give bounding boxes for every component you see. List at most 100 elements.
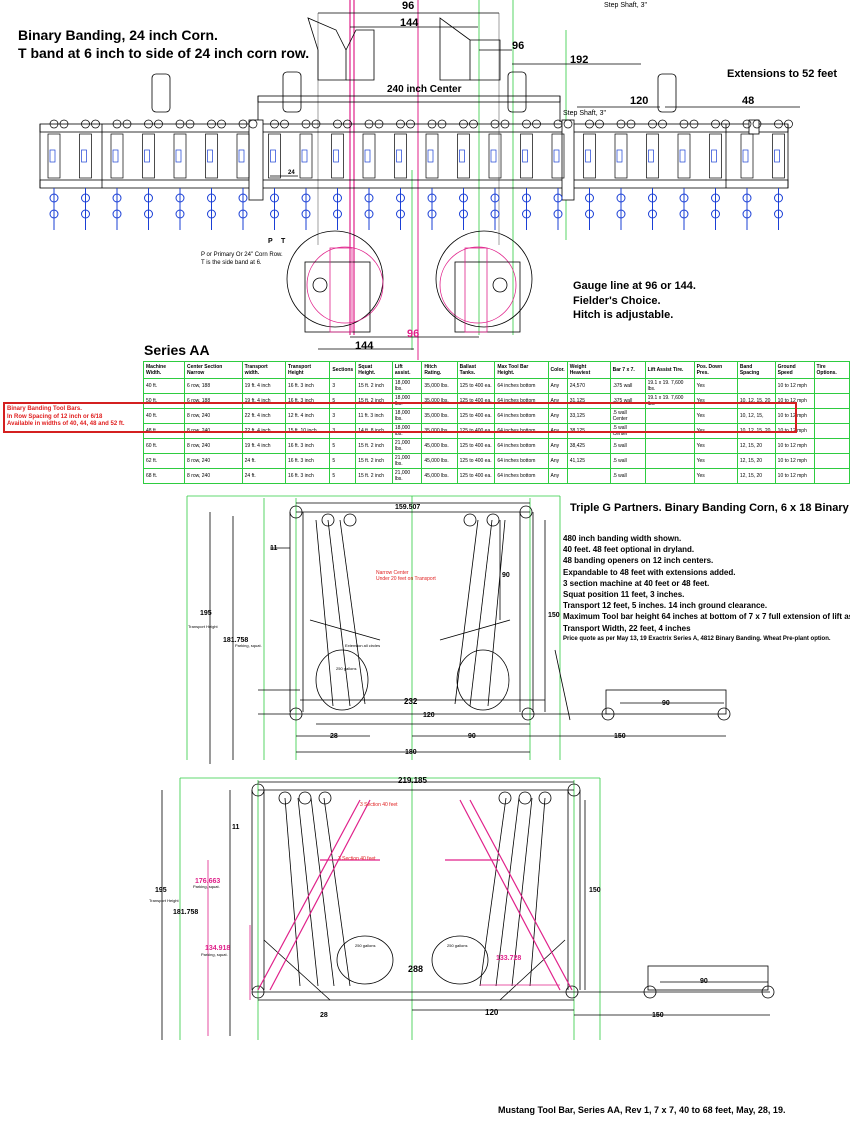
table-cell: 24 ft. — [241, 453, 286, 469]
top-plan-view — [39, 0, 800, 360]
label-p: P — [268, 238, 273, 245]
table-cell: 64 inches bottom — [494, 378, 549, 394]
center-label: 240 inch Center — [387, 84, 462, 95]
gauge-note-line-2: Fielder's Choice. — [573, 294, 661, 307]
table-header-cell: Max Tool Bar Height. — [494, 361, 549, 379]
mid-dim-90b: 90 — [468, 733, 476, 740]
table-cell: .5 wall — [609, 453, 646, 469]
red-note-line-3: Available in widths of 40, 44, 48 and 52… — [7, 421, 125, 427]
table-cell: 62 ft. — [142, 453, 186, 469]
table-cell: .5 wall — [609, 438, 646, 454]
dim-24: 24 — [288, 170, 295, 176]
note-line: Transport 12 feet, 5 inches. 14 inch gro… — [563, 601, 768, 611]
dim-144-top: 144 — [400, 17, 419, 29]
opener-unit — [740, 119, 762, 230]
gauge-note-line-1: Gauge line at 96 or 144. — [573, 280, 696, 292]
opener-unit — [551, 119, 573, 230]
low-dim-90: 90 — [700, 978, 708, 985]
opener-unit — [331, 119, 352, 230]
table-cell — [644, 468, 695, 484]
table-cell: .5 wall Center — [609, 408, 646, 424]
table-cell: 38,425 — [566, 438, 611, 454]
table-cell — [566, 468, 611, 484]
table-cell: 10 to 12 mph — [774, 438, 815, 454]
middle-elevation-view — [186, 495, 731, 764]
extension-label: Extension all circles — [345, 643, 381, 648]
table-cell: 8 row, 240 — [184, 468, 243, 484]
opener-unit — [79, 119, 100, 230]
p-note-line-1: P or Primary Or 24" Corn Row. — [201, 252, 283, 258]
low-dim-133: 133.728 — [496, 955, 522, 962]
table-cell: Yes — [693, 378, 738, 394]
table-cell: 15 ft. 2 inch — [355, 453, 393, 469]
note-line: Transport Width, 22 feet, 4 inches — [563, 623, 691, 633]
table-cell: Yes — [693, 438, 738, 454]
extensions-label: Extensions to 52 feet — [727, 68, 838, 80]
table-header-cell: Lift Assist Tire. — [644, 361, 695, 379]
mid-dim-181: 181.758 — [223, 637, 249, 644]
low-dim-181: 181.758 — [173, 909, 199, 916]
table-cell — [813, 468, 850, 484]
table-cell: 21,000 lbs. — [391, 468, 423, 484]
table-cell: 16 ft. 3 inch — [284, 453, 331, 469]
dim-96-right: 96 — [512, 40, 525, 52]
p-note-line-2: T is the side band at 6. — [201, 260, 262, 266]
table-cell: 18,000 lbs. — [391, 378, 423, 394]
table-cell: 45,000 lbs. — [421, 453, 458, 469]
note-line: 48 banding openers on 12 inch centers. — [563, 556, 714, 566]
gauge-dim-144: 144 — [355, 340, 374, 352]
opener-unit — [425, 119, 447, 230]
table-cell: 19 ft. 4 inch — [241, 438, 286, 454]
opener-unit — [709, 119, 730, 230]
low-dim-134: 134.918 — [205, 945, 231, 952]
table-header-cell: Color. — [547, 361, 568, 379]
red-note-line-2: In Row Spacing of 12 inch or 6/18 — [7, 413, 103, 420]
table-header-cell: Transport width. — [241, 361, 286, 379]
low-parking-label-1: Parking, squat. — [193, 884, 220, 889]
table-cell: 10 to 12 mph — [774, 453, 815, 469]
table-cell: 64 inches bottom — [494, 438, 549, 454]
table-cell: 21,000 lbs. — [391, 453, 423, 469]
table-cell: 3 — [329, 378, 357, 394]
table-cell: 19 ft. 4 inch — [241, 378, 286, 394]
table-cell: 15 ft. 2 inch — [355, 438, 393, 454]
mid-transport-height-label: Transport Height — [188, 624, 218, 629]
low-dim-11: 11 — [232, 824, 240, 831]
table-cell: 125 to 400 ea. — [456, 438, 496, 454]
table-cell: Any — [547, 453, 568, 469]
table-cell: 125 to 400 ea. — [456, 453, 496, 469]
table-cell: 45,000 lbs. — [421, 438, 458, 454]
opener-unit — [583, 119, 604, 230]
dim-48: 48 — [742, 95, 755, 107]
lower-elevation-view — [161, 777, 775, 1040]
table-cell: .375 wall — [609, 378, 646, 394]
table-cell: 5 — [329, 468, 357, 484]
table-cell: 64 inches bottom — [494, 453, 549, 469]
table-cell: 10 to 12 mph — [774, 378, 815, 394]
opener-unit — [394, 119, 415, 230]
opener-unit — [520, 119, 541, 230]
mid-dim-232: 232 — [404, 697, 418, 706]
mid-tank-label: 250 gallons — [336, 666, 357, 671]
table-header-cell: Sections — [329, 361, 357, 379]
low-tank-label-2: 250 gallons — [447, 943, 468, 948]
drawing-title: Binary Banding, 24 inch Corn. T band at … — [18, 26, 309, 62]
mid-parking-label: Parking, squat. — [235, 643, 262, 648]
table-cell — [644, 453, 695, 469]
table-cell: Yes — [693, 453, 738, 469]
note-line: Squat position 11 feet, 3 inches. — [563, 590, 685, 600]
table-cell: .5 wall — [609, 468, 646, 484]
table-cell: 19.1 x 19. 7,600 lbs. — [644, 378, 695, 394]
low-dim-176: 176.663 — [195, 878, 221, 885]
opener-unit — [142, 119, 163, 230]
table-cell: 60 ft. — [142, 438, 186, 454]
table-cell: 64 inches bottom — [494, 468, 549, 484]
table-cell: 18,000 lbs. — [391, 408, 423, 424]
table-cell: Any — [547, 468, 568, 484]
table-header-cell: Center Section Narrow — [184, 361, 243, 379]
